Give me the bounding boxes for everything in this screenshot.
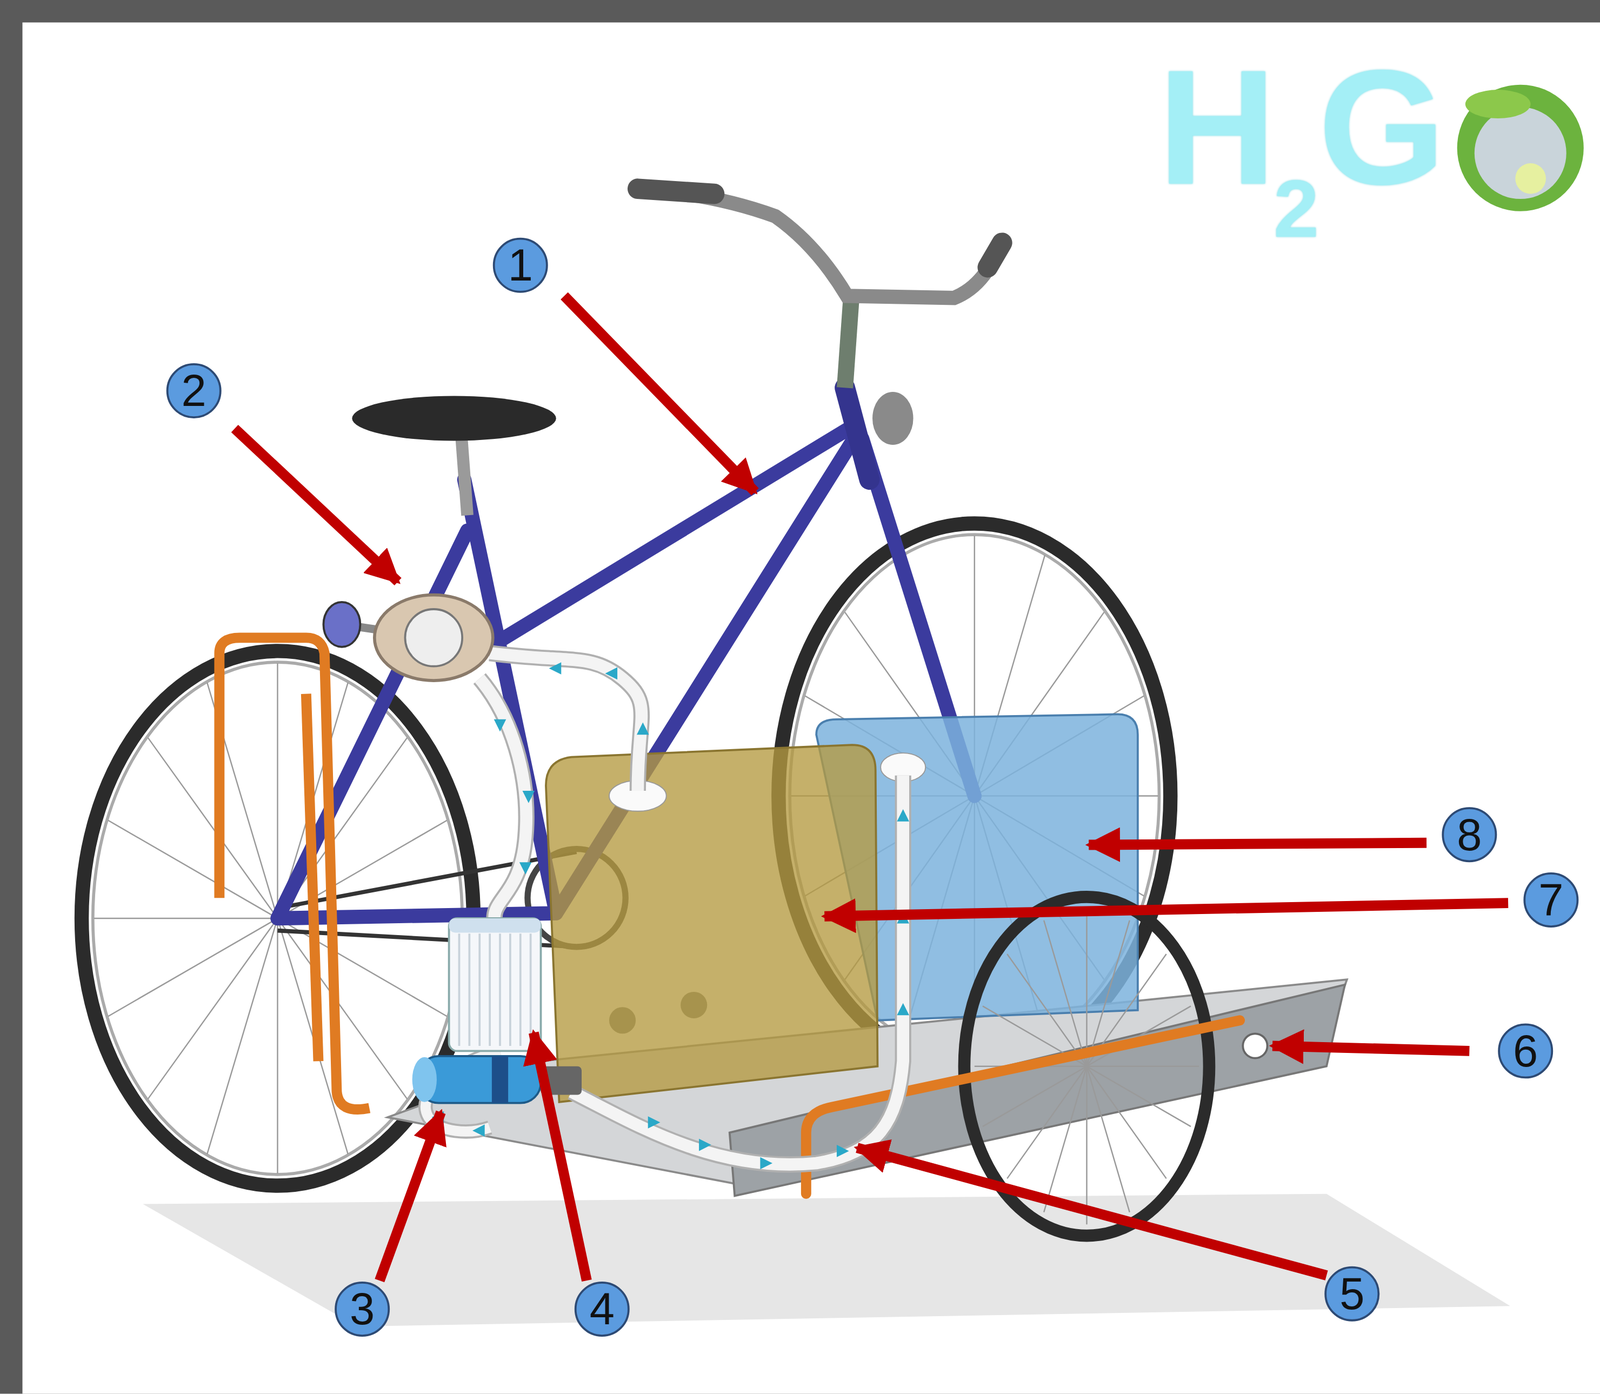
trailer-hole <box>1242 1033 1268 1058</box>
headlight <box>872 391 914 445</box>
callout-text: 6 <box>1512 1028 1538 1074</box>
leader-arrows <box>234 295 1509 1281</box>
peristaltic-pump <box>374 595 493 682</box>
hose <box>479 678 526 924</box>
logo-letter: G <box>1318 45 1446 210</box>
pump-rotor <box>404 609 463 667</box>
head-tube <box>844 387 870 480</box>
logo-letter: 2 <box>1273 168 1319 250</box>
grip <box>987 242 1002 268</box>
leader-arrow <box>1088 842 1427 845</box>
background <box>22 22 1600 1394</box>
leader-arrow <box>564 295 756 492</box>
grip <box>637 188 715 194</box>
callout-text: 8 <box>1456 812 1482 858</box>
logo-letter: H <box>1158 45 1277 210</box>
hose-outline <box>571 775 904 1165</box>
can-detail <box>609 1007 636 1034</box>
handlebar <box>637 188 1000 298</box>
callout-number: 7 <box>1523 872 1579 928</box>
can-detail <box>680 991 708 1019</box>
trailer-rail <box>805 1020 1240 1195</box>
filter-cap <box>449 918 542 933</box>
logo-leaf <box>1465 89 1531 119</box>
seat-post <box>461 433 468 516</box>
callout-text: 4 <box>589 1286 615 1332</box>
leader-arrow <box>857 1148 1327 1276</box>
filter-pleats <box>458 933 531 1046</box>
stem <box>844 301 851 388</box>
logo-globe <box>1457 84 1584 212</box>
callout-number: 5 <box>1324 1266 1380 1322</box>
callout-text: 3 <box>349 1286 375 1332</box>
saddle <box>351 395 557 441</box>
leader-arrow <box>379 1112 441 1281</box>
uv-band <box>491 1056 509 1104</box>
callout-number: 2 <box>166 363 222 419</box>
callout-number: 8 <box>1441 807 1497 863</box>
pump-wheel <box>323 602 360 648</box>
leader-arrow <box>824 903 1509 917</box>
callout-number: 1 <box>492 237 549 293</box>
callout-text: 5 <box>1339 1271 1365 1317</box>
uv-cap <box>412 1057 437 1103</box>
rack <box>219 637 370 1110</box>
callout-text: 1 <box>508 242 533 288</box>
leader-arrow <box>1272 1045 1470 1051</box>
filter-cartridge <box>449 918 542 1051</box>
callout-number: 4 <box>574 1281 630 1337</box>
hose <box>571 775 904 1165</box>
dirty-water-can <box>545 744 878 1103</box>
leader-arrow <box>533 1032 587 1281</box>
leader-arrow <box>234 428 398 582</box>
callout-number: 3 <box>334 1281 390 1337</box>
callout-text: 7 <box>1538 877 1564 923</box>
logo-dot <box>1515 163 1546 195</box>
rack <box>305 694 319 1062</box>
hose-outline <box>479 678 526 924</box>
logo-globe-inner <box>1474 107 1567 199</box>
callout-text: 2 <box>181 368 207 413</box>
callout-number: 6 <box>1497 1023 1553 1079</box>
